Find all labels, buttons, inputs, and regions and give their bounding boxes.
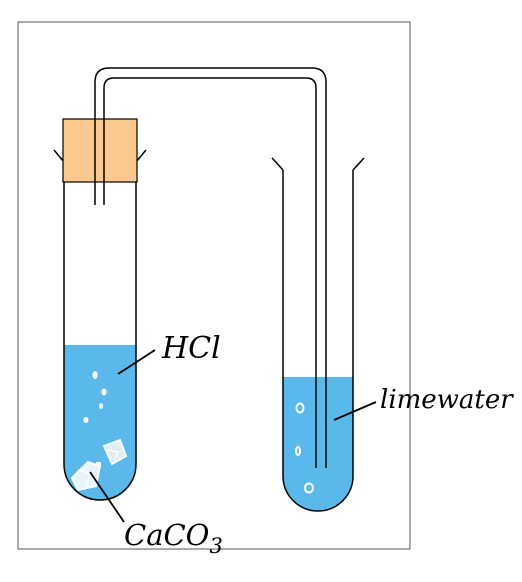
- acid-label: HCl: [161, 331, 221, 366]
- solid-label: CaCO3: [124, 518, 223, 558]
- solid-pointer-line: [89, 471, 125, 523]
- left-test-tube: [53, 118, 147, 501]
- acid-bubbles: [83, 371, 107, 423]
- right-tube-lip-right: [352, 157, 365, 171]
- acid-pointer-line: [117, 349, 156, 375]
- limewater-label: limewater: [380, 385, 514, 415]
- right-tube-outline: [282, 170, 354, 512]
- rubber-stopper: [62, 118, 138, 183]
- calcium-carbonate-chips: [70, 438, 128, 492]
- delivery-tube: [94, 67, 327, 468]
- limewater-pointer-line: [333, 401, 377, 421]
- left-tube-outline: [63, 120, 137, 501]
- right-test-tube: [271, 157, 365, 512]
- limewater-bubbles: [295, 402, 314, 494]
- label-pointers: [89, 349, 377, 523]
- left-tube-lip-right: [135, 149, 147, 163]
- right-tube-lip-left: [271, 157, 284, 171]
- limewater-liquid: [283, 377, 353, 511]
- left-tube-lip-left: [53, 149, 65, 163]
